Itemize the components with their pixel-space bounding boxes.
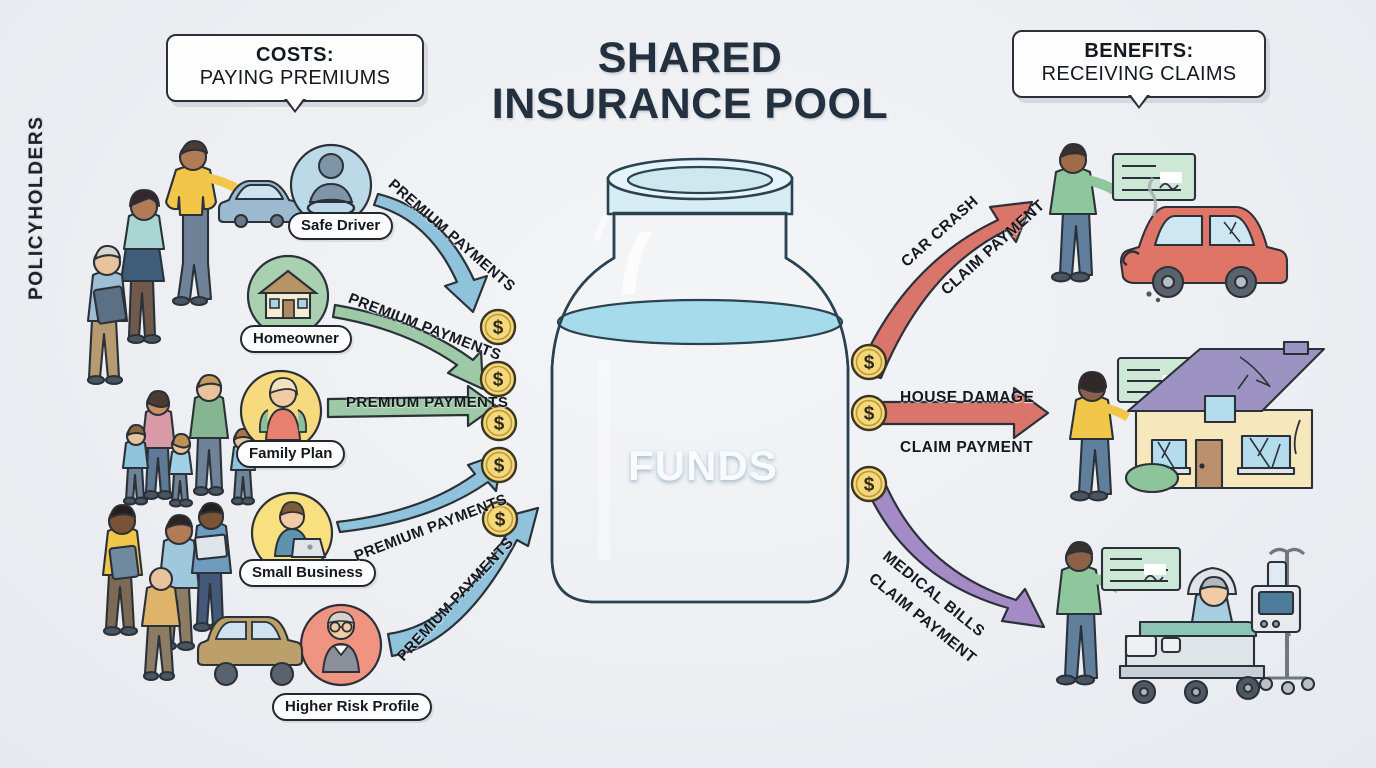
insurance-pool-jar <box>550 157 850 638</box>
benefits-callout: BENEFITS: RECEIVING CLAIMS <box>1012 30 1266 110</box>
persona-icon-family-plan <box>239 369 323 453</box>
costs-callout: COSTS: PAYING PREMIUMS <box>166 34 424 114</box>
policyholder-crowd <box>86 139 304 682</box>
arrow-label-family-plan: PREMIUM PAYMENTS <box>346 394 509 411</box>
persona-icon-small-business <box>250 491 334 575</box>
pill-safe-driver: Safe Driver <box>288 212 394 240</box>
person-bottom-far <box>140 566 182 682</box>
person-bottom-yellow <box>101 503 144 637</box>
pill-higher-risk-profile: Higher Risk Profile <box>272 693 433 721</box>
person-teal-top <box>119 188 166 345</box>
scene-car-crash <box>1048 142 1289 303</box>
person-older-man <box>86 244 129 386</box>
claim-coins <box>850 343 888 503</box>
page-title-line2: INSURANCE POOL <box>491 79 889 128</box>
costs-callout-line1: COSTS: <box>256 44 334 66</box>
scene-medical-bills <box>1055 540 1316 705</box>
coin-icon <box>479 308 517 346</box>
persona-icon-safe-driver <box>289 143 373 227</box>
coin-icon <box>850 394 888 432</box>
scene-house-damage <box>1068 340 1326 502</box>
child-girl <box>167 432 194 508</box>
coin-icon <box>479 360 517 398</box>
child-blue <box>121 423 150 506</box>
callout-tail <box>1128 95 1150 110</box>
person-bottom-woman-tablet <box>190 501 233 633</box>
benefits-callout-line1: BENEFITS: <box>1084 40 1194 62</box>
person-pink-top <box>140 389 177 501</box>
coin-icon <box>480 404 518 442</box>
person-yellow-sweater <box>164 139 304 307</box>
persona-icon-homeowner <box>246 254 330 338</box>
pill-homeowner: Homeowner <box>240 325 352 353</box>
funds-label: FUNDS <box>628 442 778 489</box>
policyholders-side-label: POLICYHOLDERS <box>26 115 47 300</box>
page-title-line1: SHARED <box>597 34 783 82</box>
claim-label-house-damage-line2: CLAIM PAYMENT <box>900 439 1034 456</box>
pill-small-business: Small Business <box>239 559 376 587</box>
page-title: SHARED INSURANCE POOL <box>470 34 910 128</box>
person-green-shirt <box>188 373 230 497</box>
coin-icon <box>850 465 888 503</box>
persona-icon-higher-risk <box>196 603 383 687</box>
claim-label-house-damage-line1: HOUSE DAMAGE <box>900 389 1035 406</box>
coin-icon <box>850 343 888 381</box>
benefits-callout-line2: RECEIVING CLAIMS <box>1041 63 1237 86</box>
costs-callout-line2: PAYING PREMIUMS <box>199 67 391 90</box>
pill-family-plan: Family Plan <box>236 440 346 468</box>
callout-tail <box>284 99 306 114</box>
coin-icon <box>480 446 518 484</box>
